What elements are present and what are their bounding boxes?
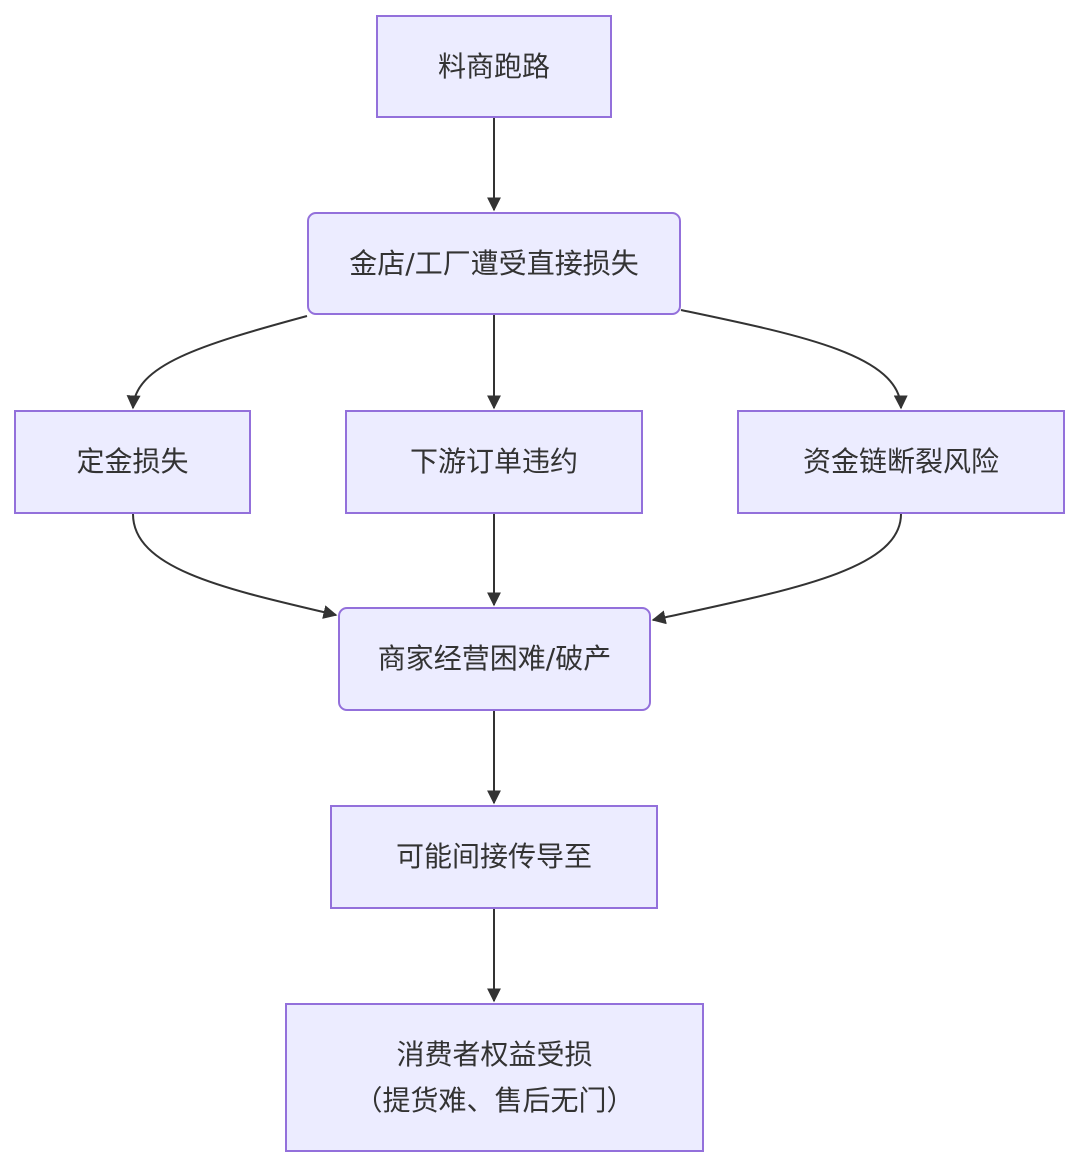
node-consumer-rights-text: 消费者权益受损 （提货难、售后无门）	[354, 1032, 634, 1124]
node-supplier-runaway-label: 料商跑路	[437, 49, 550, 83]
node-direct-loss: 金店/工厂遭受直接损失	[307, 212, 681, 315]
node-consumer-rights-line2: （提货难、售后无门）	[354, 1083, 635, 1117]
edge-deposit-loss-to-business-trouble	[132, 513, 338, 619]
node-direct-loss-label: 金店/工厂遭受直接损失	[349, 246, 639, 280]
edge-direct-loss-to-cashflow-risk	[680, 309, 908, 410]
node-downstream-default: 下游订单违约	[345, 410, 643, 514]
node-deposit-loss: 定金损失	[14, 410, 251, 514]
node-business-trouble: 商家经营困难/破产	[338, 607, 651, 711]
node-business-trouble-label: 商家经营困难/破产	[377, 642, 612, 675]
node-cashflow-risk-label: 资金链断裂风险	[802, 445, 999, 478]
node-consumer-rights: 消费者权益受损 （提货难、售后无门）	[285, 1003, 704, 1152]
node-indirect-transmission: 可能间接传导至	[330, 805, 658, 909]
edge-direct-loss-to-deposit-loss	[126, 315, 308, 410]
node-cashflow-risk: 资金链断裂风险	[737, 410, 1065, 514]
node-consumer-rights-line1: 消费者权益受损	[396, 1037, 593, 1071]
edge-cashflow-risk-to-business-trouble	[651, 513, 902, 625]
node-supplier-runaway: 料商跑路	[376, 15, 612, 118]
node-downstream-default-label: 下游订单违约	[409, 445, 578, 478]
node-indirect-transmission-label: 可能间接传导至	[395, 840, 592, 873]
node-deposit-loss-label: 定金损失	[76, 445, 189, 478]
